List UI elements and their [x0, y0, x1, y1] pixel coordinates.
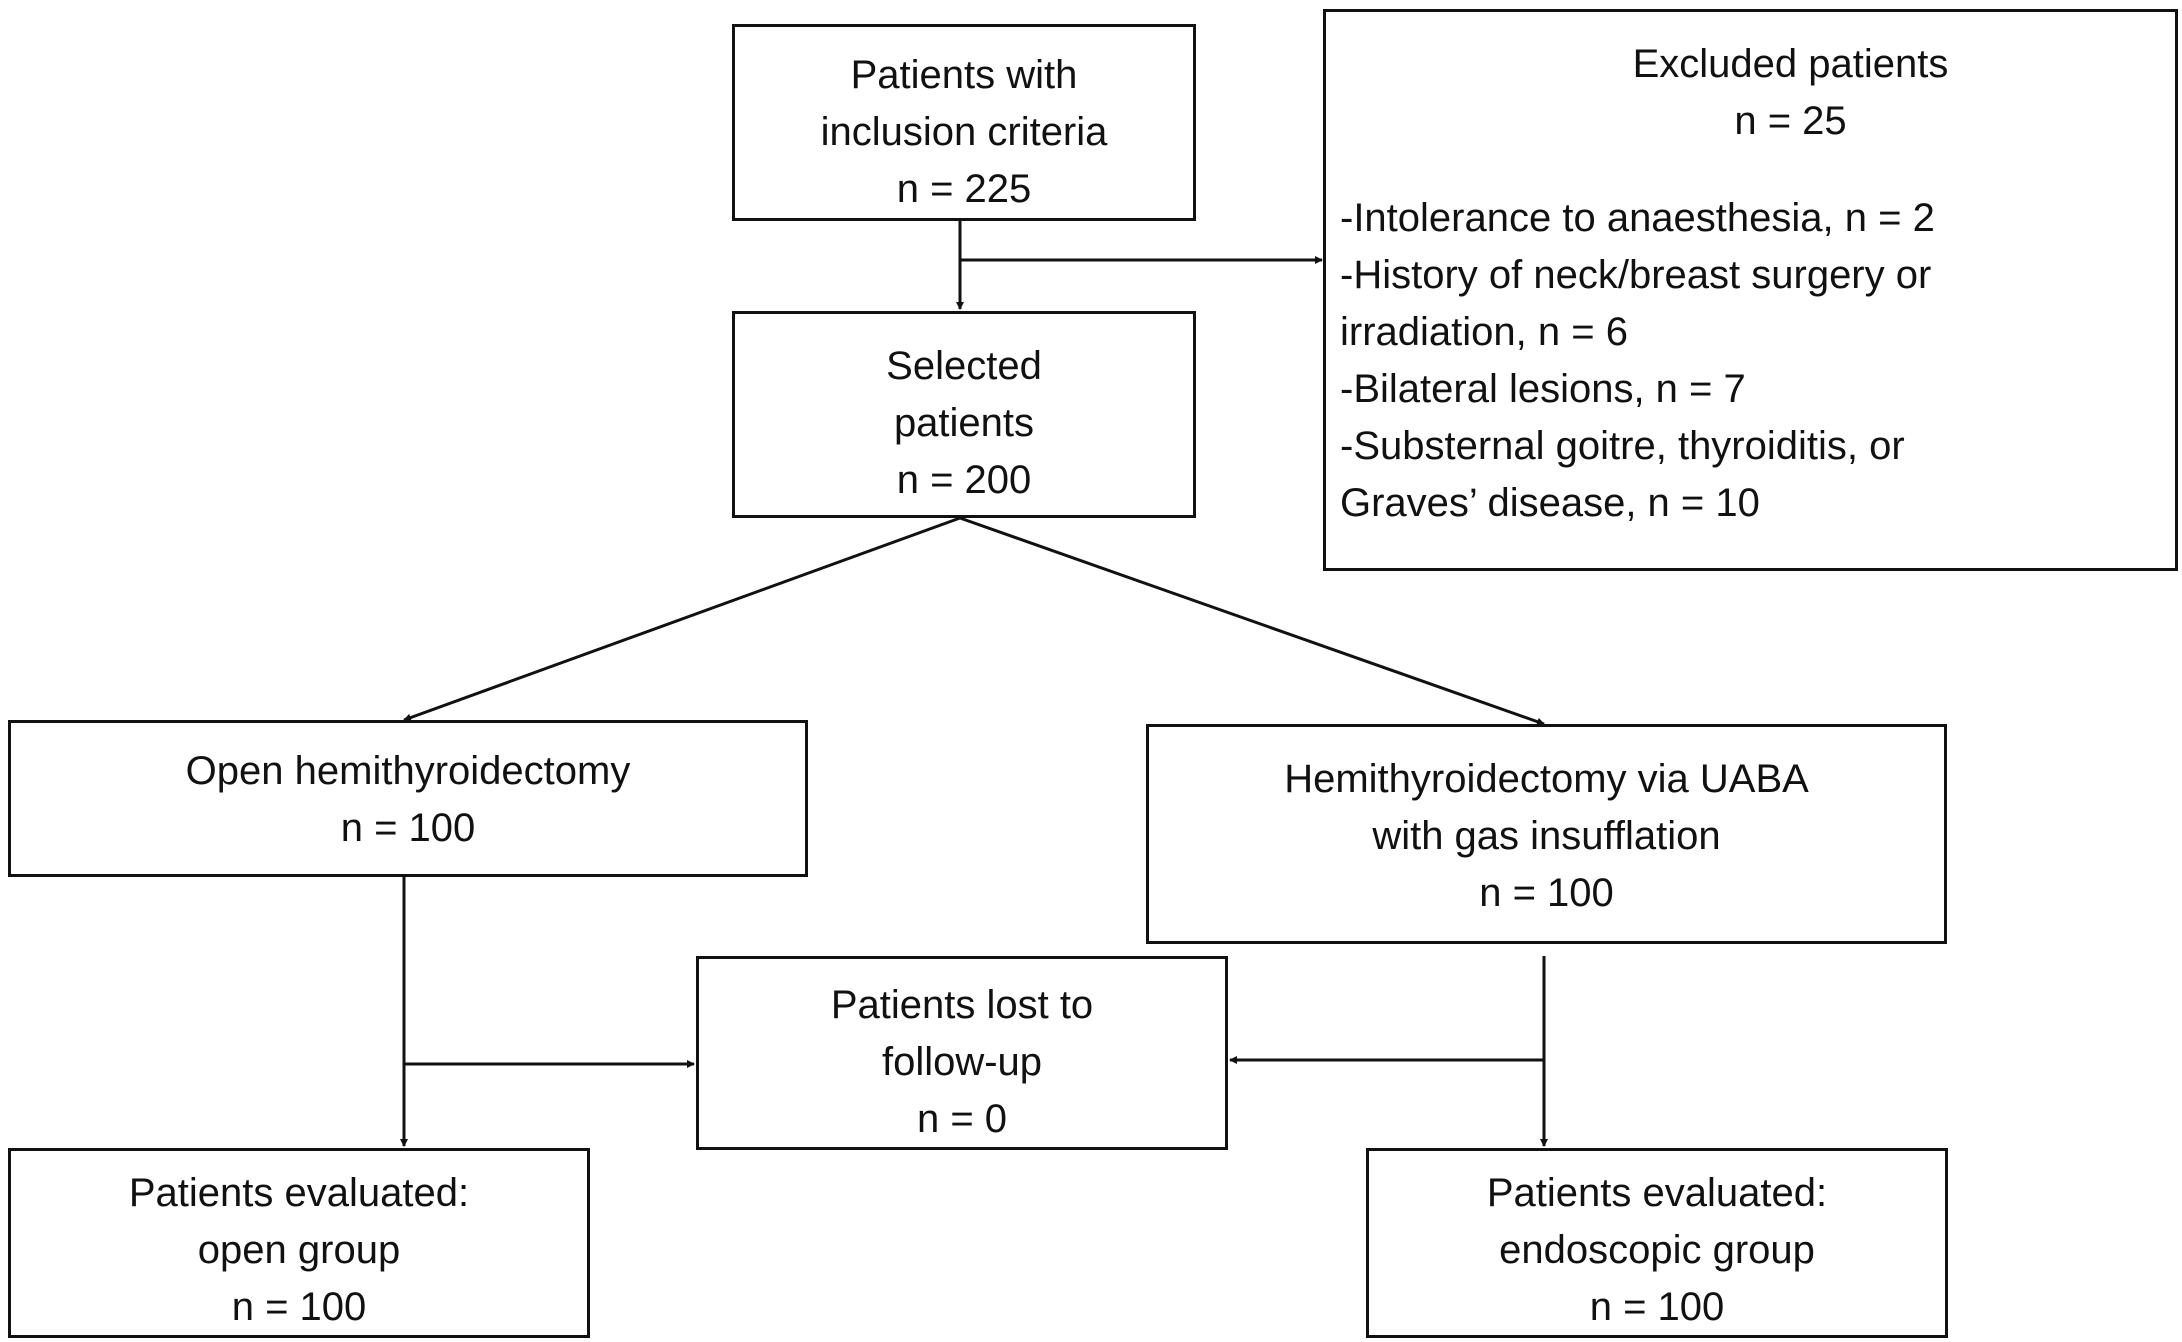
excluded-spacer — [1326, 150, 2175, 190]
lost-to-follow-up-box: Patients lost to follow-up n = 0 — [696, 956, 1228, 1150]
evaluated-open-label-line-1: Patients evaluated: — [128, 1171, 470, 1215]
lost-label-line-1: Patients lost to — [830, 983, 1094, 1027]
evaluated-endoscopic-count: n = 100 — [1589, 1285, 1725, 1329]
excluded-reason: -Substernal goitre, thyroiditis, or — [1340, 424, 1905, 468]
evaluated-endoscopic-box: Patients evaluated: endoscopic group n =… — [1366, 1148, 1948, 1338]
uaba-group-label-line-2: with gas insufflation — [1372, 814, 1721, 858]
open-group-count: n = 100 — [340, 806, 476, 850]
inclusion-label-line-2: inclusion criteria — [820, 110, 1108, 154]
uaba-group-label-line-1: Hemithyroidectomy via UABA — [1284, 757, 1809, 801]
lost-label-line-2: follow-up — [881, 1040, 1043, 1084]
evaluated-open-box: Patients evaluated: open group n = 100 — [8, 1148, 590, 1338]
inclusion-count: n = 225 — [896, 167, 1032, 211]
inclusion-box: Patients with inclusion criteria n = 225 — [732, 24, 1196, 221]
excluded-reason: Graves’ disease, n = 10 — [1340, 481, 1760, 525]
evaluated-open-count: n = 100 — [231, 1285, 367, 1329]
arrow-selected-to-uaba — [959, 516, 1545, 726]
selected-box: Selected patients n = 200 — [732, 311, 1196, 518]
excluded-reason: -Bilateral lesions, n = 7 — [1340, 367, 1746, 411]
evaluated-open-label-line-2: open group — [197, 1228, 401, 1272]
excluded-reason: -History of neck/breast surgery or — [1340, 253, 1932, 297]
open-group-label: Open hemithyroidectomy — [185, 749, 631, 793]
excluded-count: n = 25 — [1734, 99, 1847, 143]
uaba-group-count: n = 100 — [1479, 871, 1614, 915]
excluded-title: Excluded patients — [1632, 42, 1949, 86]
selected-label-line-2: patients — [893, 401, 1035, 445]
inclusion-label-line-1: Patients with — [850, 53, 1078, 97]
excluded-reason: -Intolerance to anaesthesia, n = 2 — [1340, 196, 1935, 240]
selected-label-line-1: Selected — [886, 344, 1042, 388]
excluded-box: Excluded patients n = 25 -Intolerance to… — [1323, 9, 2178, 571]
selected-count: n = 200 — [896, 458, 1032, 502]
evaluated-endoscopic-label-line-1: Patients evaluated: — [1486, 1171, 1828, 1215]
lost-count: n = 0 — [916, 1097, 1008, 1141]
evaluated-endoscopic-label-line-2: endoscopic group — [1499, 1228, 1815, 1272]
open-group-box: Open hemithyroidectomy n = 100 — [8, 720, 808, 877]
uaba-group-box: Hemithyroidectomy via UABA with gas insu… — [1146, 724, 1947, 944]
excluded-reason: irradiation, n = 6 — [1340, 310, 1628, 354]
arrow-selected-to-open — [403, 516, 961, 722]
